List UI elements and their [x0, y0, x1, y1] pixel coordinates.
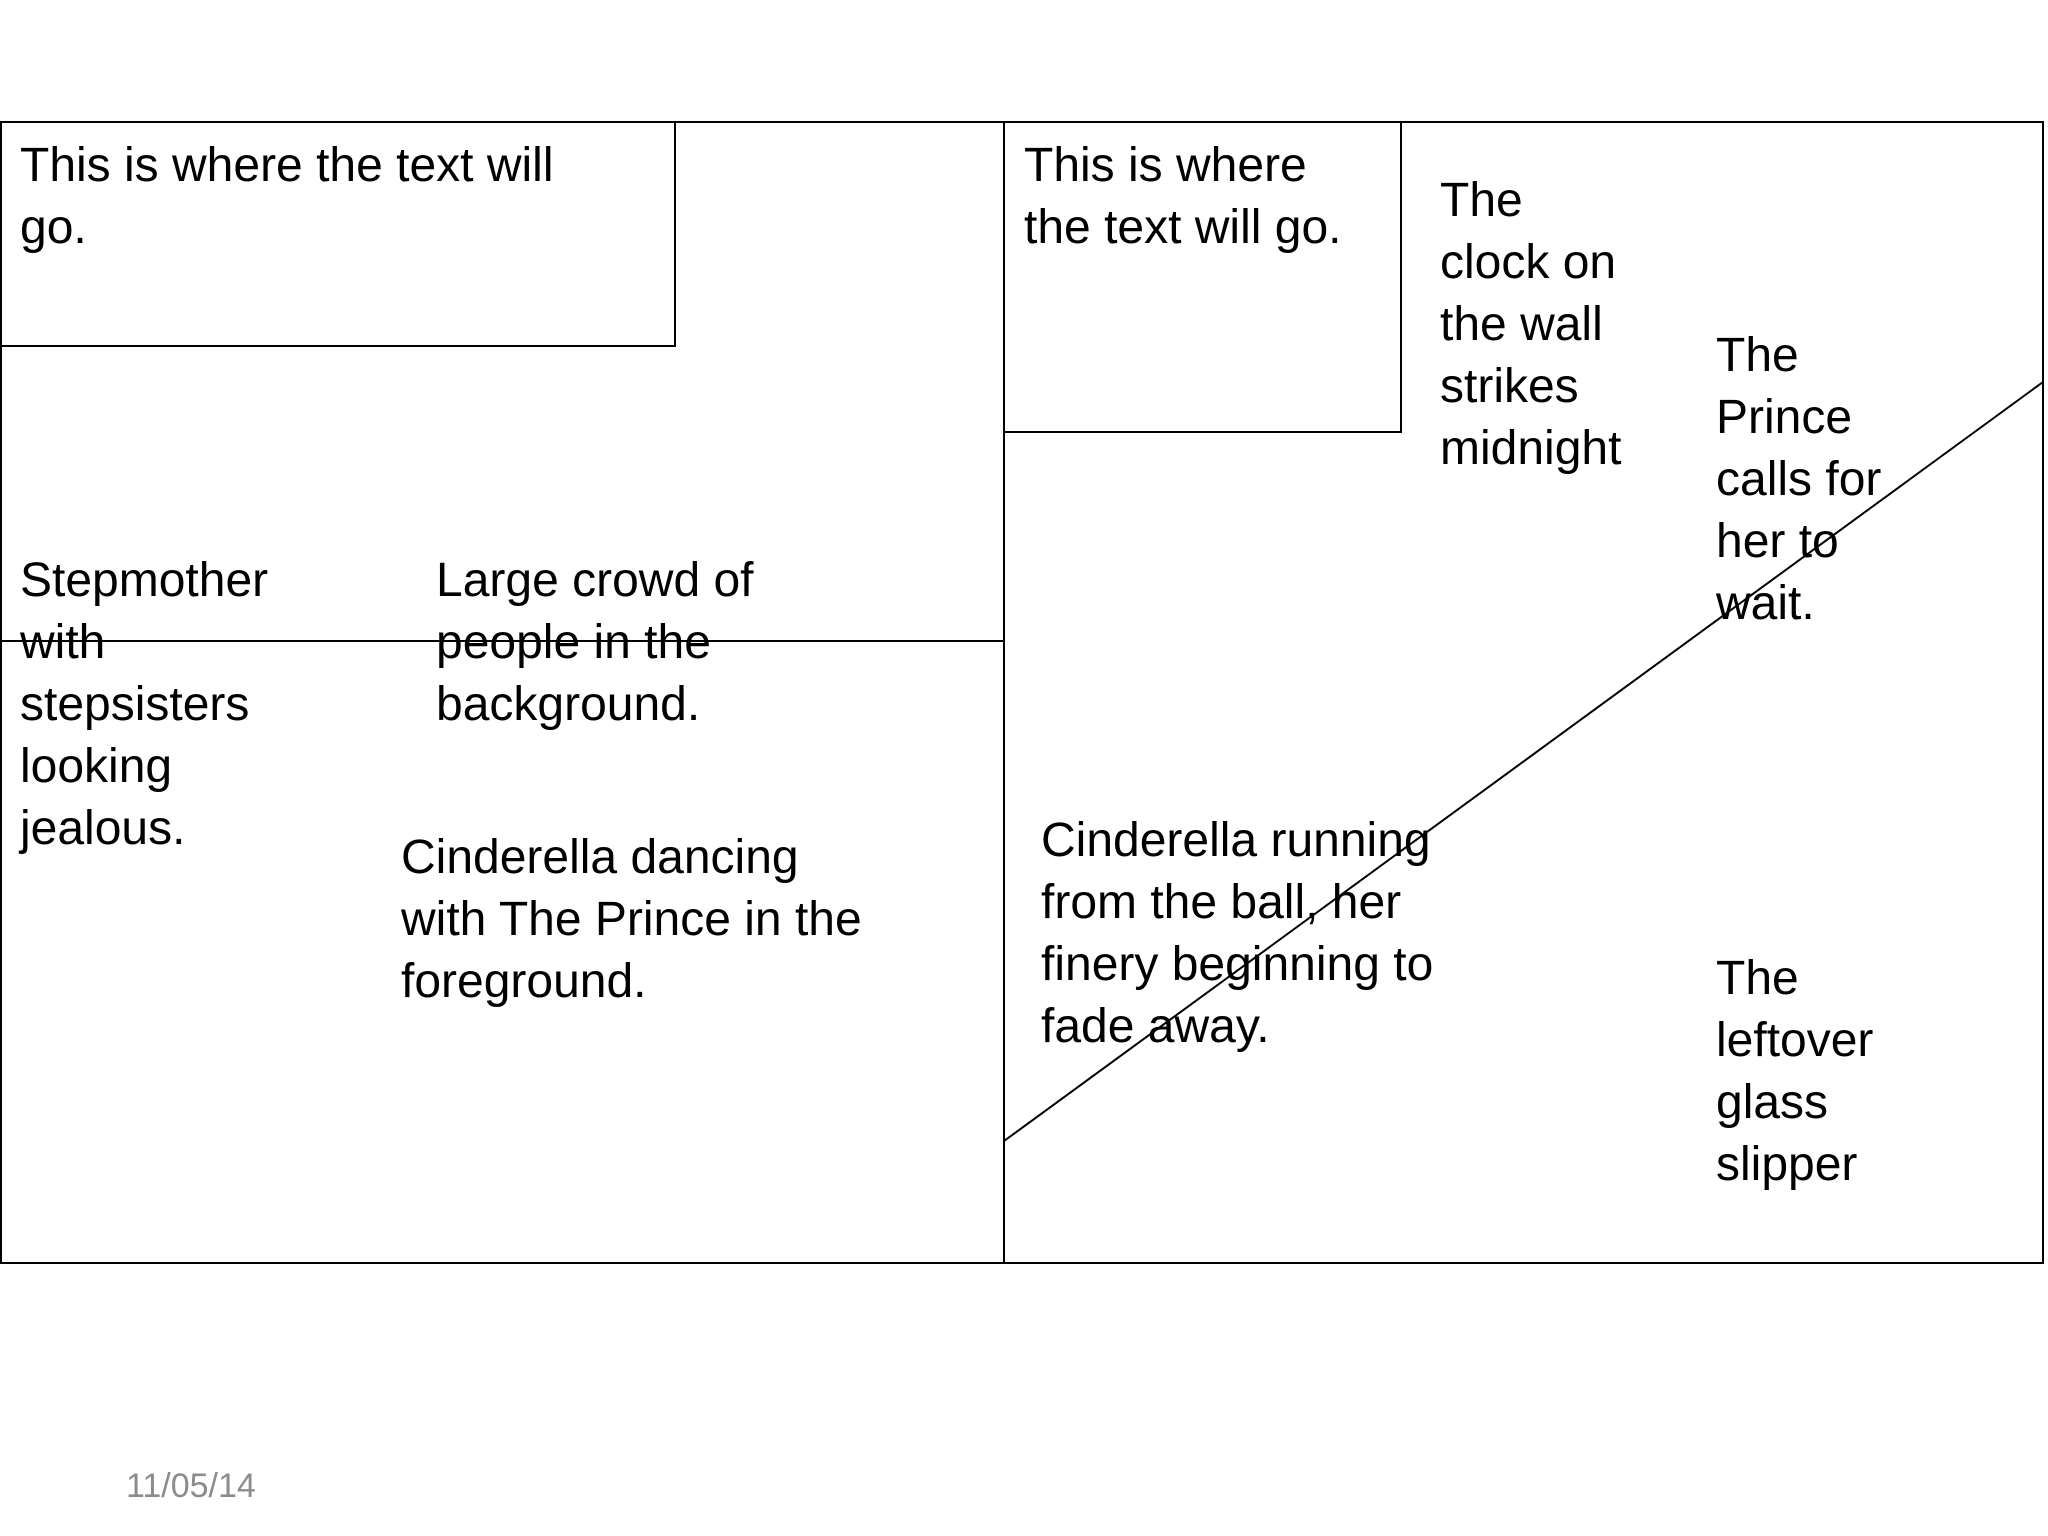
- dancing-note: Cinderella dancing with The Prince in th…: [401, 831, 862, 1008]
- right-panel-frame: [1003, 121, 2044, 1264]
- slide-date: 11/05/14: [126, 1467, 256, 1505]
- slipper-note: The leftover glass slipper: [1716, 952, 1874, 1191]
- running-note: Cinderella running from the ball, her fi…: [1041, 814, 1434, 1053]
- left-caption-text: This is where the text will go.: [20, 139, 554, 254]
- left-caption-box: [0, 121, 676, 347]
- right-panel-diagonal: [1003, 381, 2044, 1142]
- clock-note: The clock on the wall strikes midnight: [1440, 174, 1622, 475]
- prince-note: The Prince calls for her to wait.: [1716, 329, 1882, 630]
- right-caption-text: This is where the text will go.: [1024, 139, 1342, 254]
- right-caption-box: [1003, 121, 1402, 433]
- stepmother-note: Stepmother with stepsisters looking jeal…: [20, 554, 269, 855]
- crowd-note: Large crowd of people in the background.: [436, 554, 754, 731]
